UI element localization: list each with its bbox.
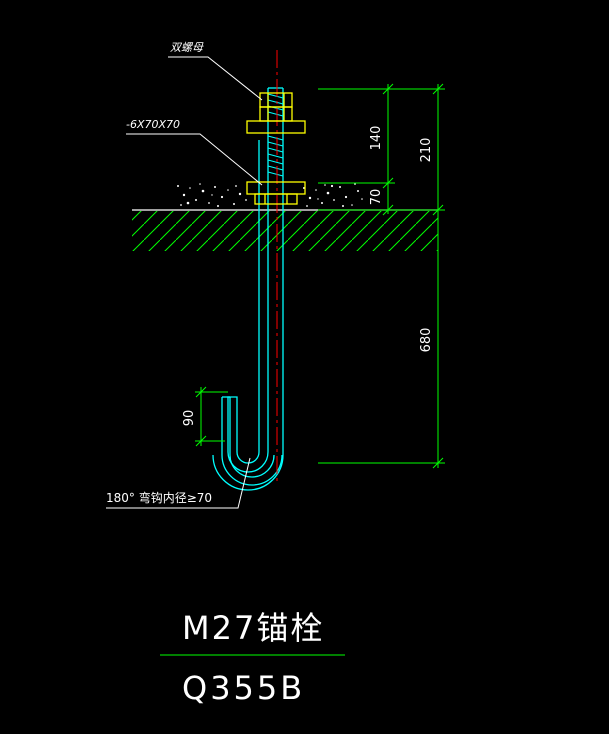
dim-210: 210: [419, 138, 434, 163]
dim-70: 70: [369, 189, 384, 206]
dim-680: 680: [419, 328, 434, 353]
base-plate-washer: [246, 181, 306, 205]
label-hook: 180° 弯钩内径≥70: [106, 490, 212, 505]
bolt-threads: [267, 93, 284, 177]
double-nut: [246, 92, 306, 134]
bolt-body: [212, 87, 284, 491]
title-sub: Q355B: [182, 669, 305, 707]
ground-hatch: [132, 211, 438, 251]
hook-outline: [221, 396, 283, 486]
label-plate: -6X70X70: [126, 118, 180, 131]
dim-90: 90: [182, 410, 197, 427]
label-double-nut: 双螺母: [170, 41, 204, 54]
title-main: M27锚栓: [182, 609, 324, 647]
grout-layer: [177, 183, 363, 207]
dimension-lines: [160, 83, 445, 656]
dim-140: 140: [369, 126, 384, 151]
leader-lines: [106, 56, 263, 509]
